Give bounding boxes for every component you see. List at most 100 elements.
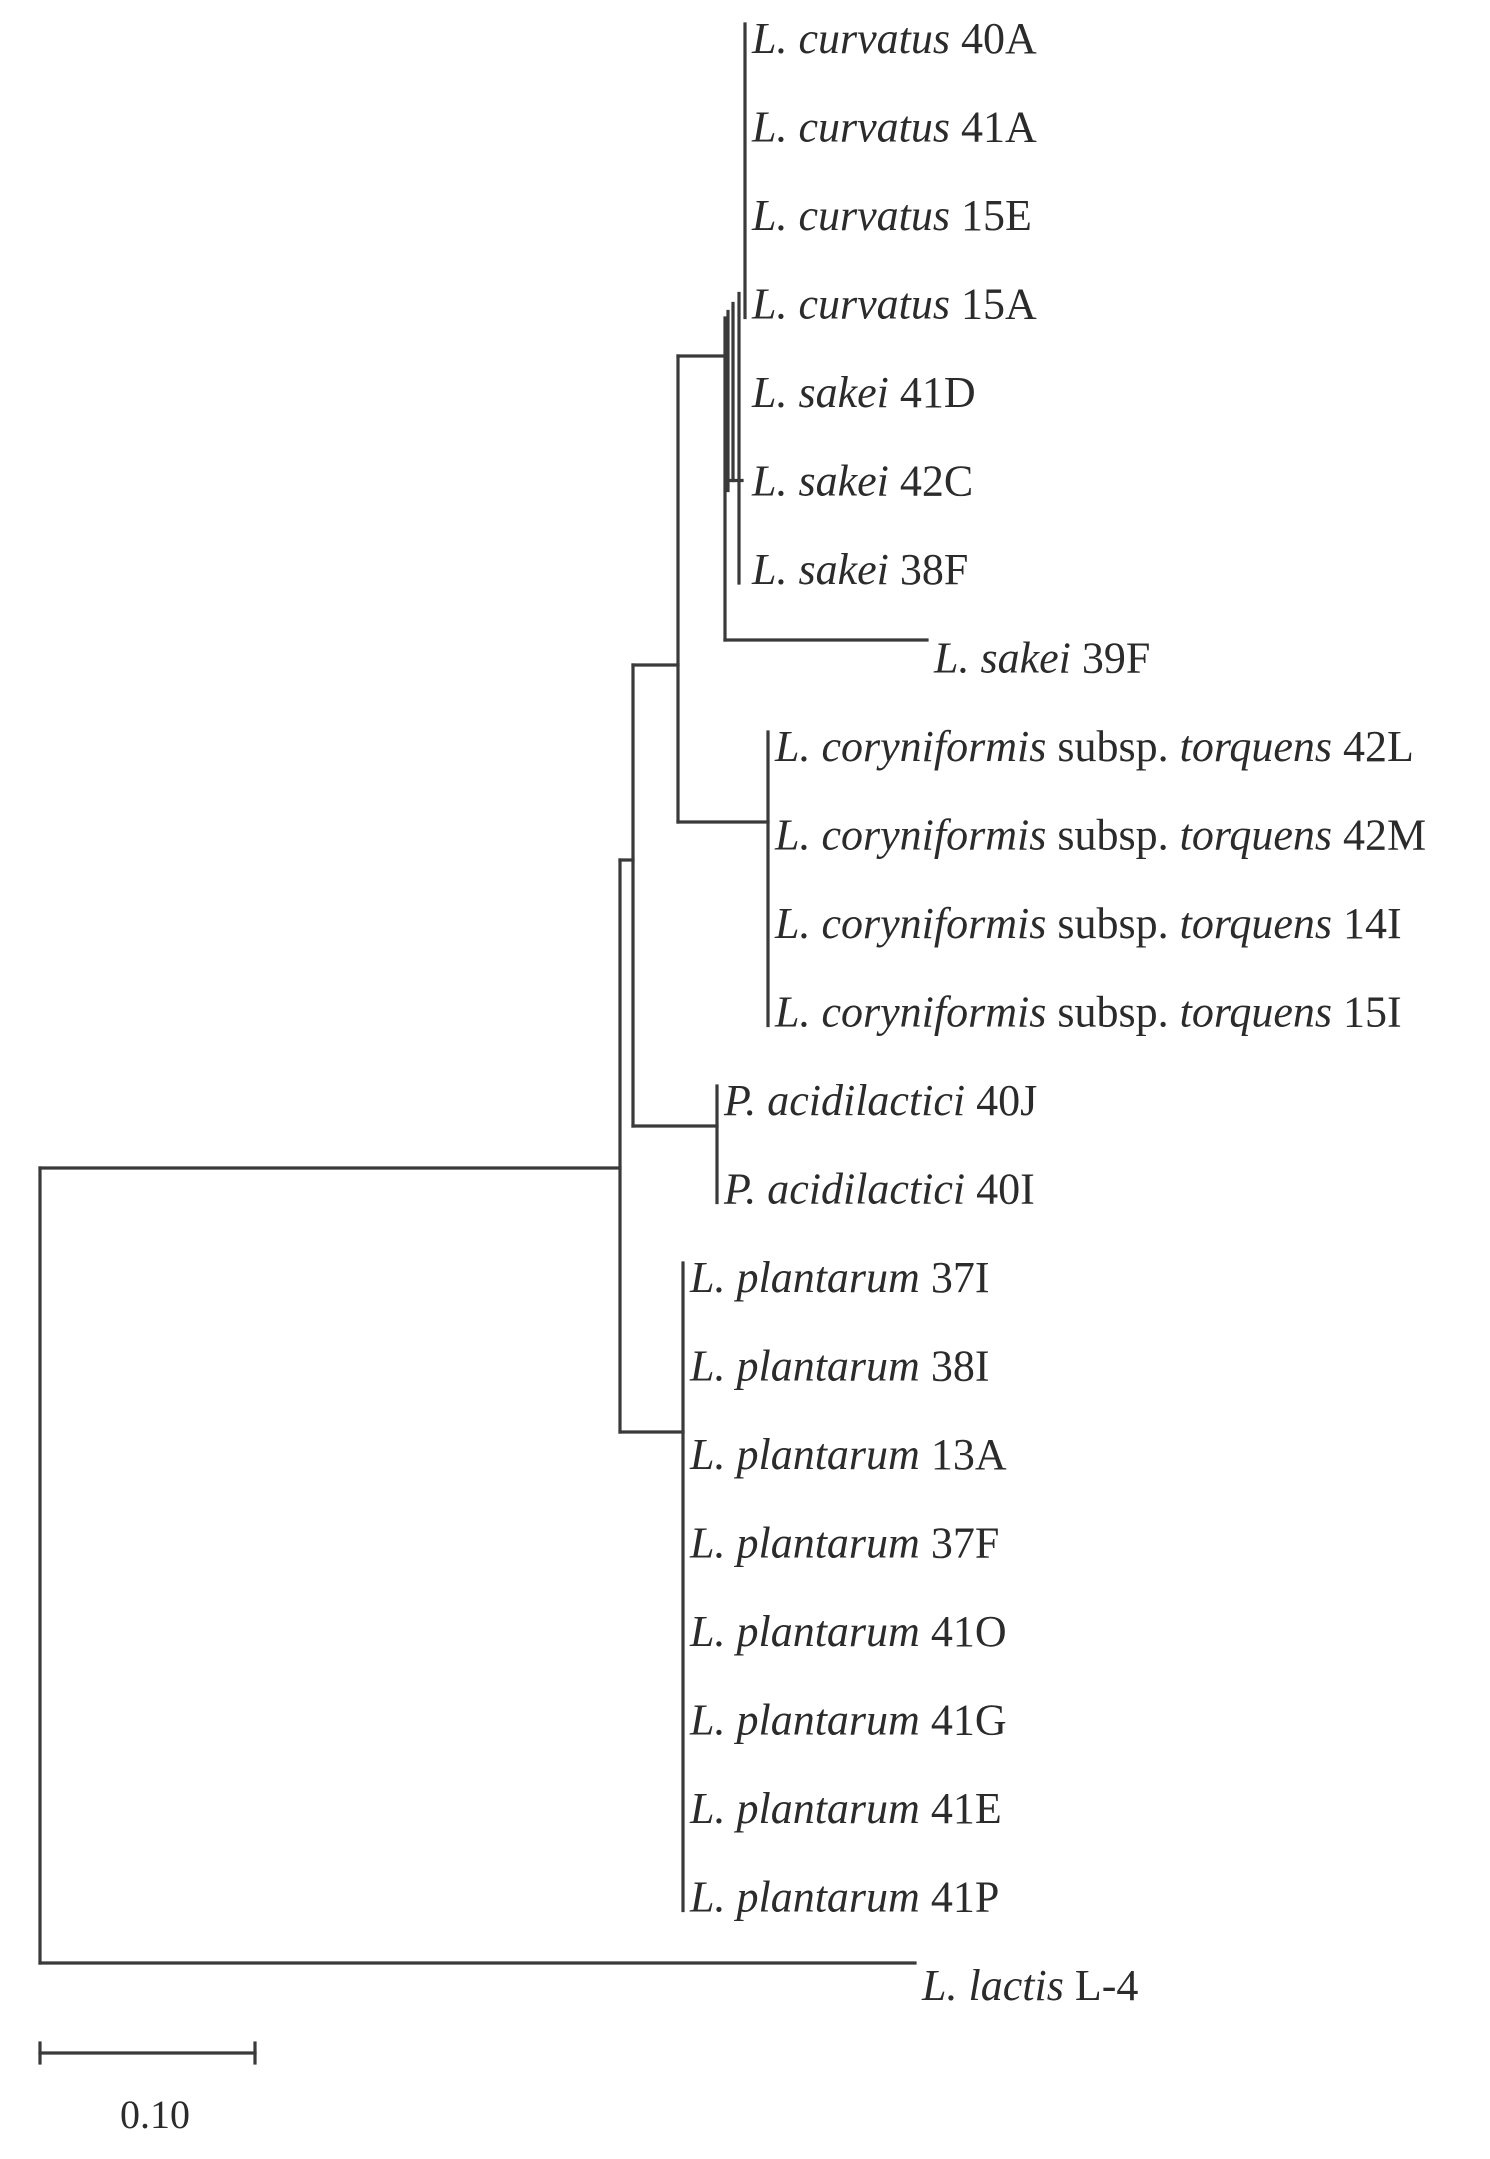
leaf-strain: 41A: [950, 103, 1037, 152]
leaf-label: L. curvatus 15A: [751, 280, 1037, 329]
leaf-species: plantarum: [733, 1342, 919, 1391]
leaf-species: plantarum: [733, 1696, 919, 1745]
leaf-strain: 42C: [889, 457, 973, 506]
leaf-label: L. sakei 41D: [751, 368, 976, 417]
leaf-species: plantarum: [733, 1784, 919, 1833]
leaf-species: sakei: [798, 457, 888, 506]
leaf-genus: L.: [774, 722, 821, 771]
leaf-mid: subsp.: [1046, 988, 1168, 1037]
leaf-strain: 41D: [889, 368, 976, 417]
leaf-strain: 37F: [920, 1519, 999, 1568]
leaf-label: L. plantarum 41E: [689, 1784, 1002, 1833]
leaf-label: L. sakei 42C: [751, 457, 973, 506]
leaf-genus: L.: [751, 368, 798, 417]
leaf-strain: 37I: [920, 1253, 990, 1302]
leaf-genus: L.: [689, 1519, 736, 1568]
leaf-species: sakei: [798, 545, 888, 594]
leaf-strain: 41O: [920, 1607, 1007, 1656]
leaf-label: L. lactis L-4: [921, 1961, 1138, 2010]
leaf-genus: L.: [689, 1430, 736, 1479]
leaf-strain: 13A: [920, 1430, 1007, 1479]
leaf-mid: subsp.: [1046, 722, 1168, 771]
leaf-strain: 41E: [920, 1784, 1002, 1833]
leaf-genus: L.: [751, 545, 798, 594]
leaf-strain: 42L: [1332, 722, 1414, 771]
leaf-label: L. coryniformis subsp. torquens 42L: [774, 722, 1414, 771]
leaf-species: plantarum: [733, 1873, 919, 1922]
leaf-genus: L.: [689, 1696, 736, 1745]
leaf-label: P. acidilactici 40I: [723, 1165, 1035, 1214]
leaf-label: L. plantarum 13A: [689, 1430, 1007, 1479]
leaf-species: plantarum: [733, 1253, 919, 1302]
leaf-label: L. plantarum 37I: [689, 1253, 990, 1302]
tree-branches: [38, 22, 929, 1965]
leaf-species: coryniformis: [821, 722, 1046, 771]
leaf-mid: subsp.: [1046, 899, 1168, 948]
leaf-label: L. plantarum 41O: [689, 1607, 1007, 1656]
leaf-species: sakei: [980, 634, 1070, 683]
leaf-genus: L.: [689, 1873, 736, 1922]
leaf-strain: 14I: [1332, 899, 1402, 948]
leaf-strain: 40I: [965, 1165, 1035, 1214]
leaf-label: P. acidilactici 40J: [723, 1076, 1037, 1125]
leaf-species: acidilactici: [767, 1165, 965, 1214]
leaf-species: plantarum: [733, 1519, 919, 1568]
leaf-species: lactis: [968, 1961, 1063, 2010]
leaf-species: plantarum: [733, 1607, 919, 1656]
leaf-label: L. plantarum 41G: [689, 1696, 1007, 1745]
leaf-strain: 15E: [950, 191, 1032, 240]
leaf-label: L. plantarum 41P: [689, 1873, 999, 1922]
leaf-label: L. sakei 38F: [751, 545, 968, 594]
leaf-epithet: torquens: [1169, 988, 1332, 1037]
leaf-genus: P.: [723, 1165, 767, 1214]
leaf-genus: L.: [751, 103, 798, 152]
leaf-genus: L.: [933, 634, 980, 683]
leaf-genus: L.: [689, 1342, 736, 1391]
leaf-label: L. coryniformis subsp. torquens 42M: [774, 811, 1426, 860]
leaf-label: L. curvatus 41A: [751, 103, 1037, 152]
leaf-label: L. sakei 39F: [933, 634, 1150, 683]
leaf-species: coryniformis: [821, 811, 1046, 860]
leaf-species: curvatus: [798, 191, 950, 240]
leaf-genus: L.: [774, 988, 821, 1037]
leaf-genus: L.: [689, 1784, 736, 1833]
scale-bar-label: 0.10: [120, 2092, 190, 2137]
leaf-genus: L.: [751, 457, 798, 506]
leaf-species: sakei: [798, 368, 888, 417]
leaf-label: L. plantarum 37F: [689, 1519, 999, 1568]
leaf-label: L. plantarum 38I: [689, 1342, 990, 1391]
leaf-genus: L.: [689, 1253, 736, 1302]
leaf-genus: L.: [751, 191, 798, 240]
leaf-strain: 40J: [965, 1076, 1037, 1125]
leaf-genus: P.: [723, 1076, 767, 1125]
leaf-species: coryniformis: [821, 899, 1046, 948]
leaf-genus: L.: [774, 811, 821, 860]
leaf-species: acidilactici: [767, 1076, 965, 1125]
leaf-label: L. coryniformis subsp. torquens 15I: [774, 988, 1402, 1037]
leaf-species: plantarum: [733, 1430, 919, 1479]
leaf-strain: 38F: [889, 545, 968, 594]
leaf-mid: subsp.: [1046, 811, 1168, 860]
leaf-label: L. curvatus 15E: [751, 191, 1032, 240]
leaf-genus: L.: [774, 899, 821, 948]
leaf-strain: 41G: [920, 1696, 1007, 1745]
scale-bar: 0.10: [38, 2041, 257, 2137]
leaf-strain: 15I: [1332, 988, 1402, 1037]
leaf-species: coryniformis: [821, 988, 1046, 1037]
leaf-species: curvatus: [798, 280, 950, 329]
leaf-strain: 15A: [950, 280, 1037, 329]
leaf-label: L. coryniformis subsp. torquens 14I: [774, 899, 1402, 948]
leaf-genus: L.: [751, 280, 798, 329]
leaf-strain: 38I: [920, 1342, 990, 1391]
leaf-species: curvatus: [798, 103, 950, 152]
leaf-strain: 40A: [950, 14, 1037, 63]
leaf-genus: L.: [751, 14, 798, 63]
leaf-label: L. curvatus 40A: [751, 14, 1037, 63]
leaf-species: curvatus: [798, 14, 950, 63]
leaf-strain: 41P: [920, 1873, 999, 1922]
leaf-epithet: torquens: [1169, 722, 1332, 771]
leaf-genus: L.: [921, 1961, 968, 2010]
leaf-epithet: torquens: [1169, 899, 1332, 948]
leaf-strain: 39F: [1071, 634, 1150, 683]
